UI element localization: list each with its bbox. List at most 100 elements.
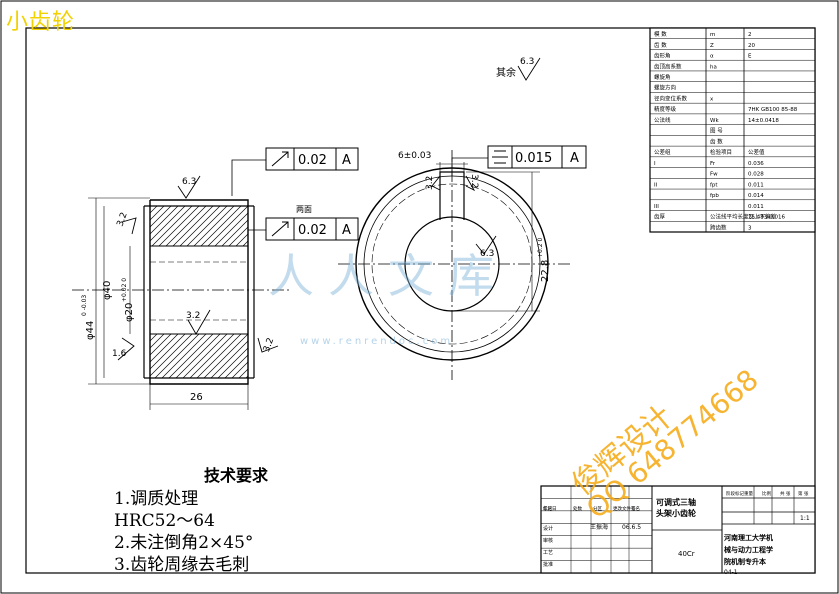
hatch-line (203, 333, 249, 379)
table-cell: 2 (748, 32, 752, 38)
roughness-r3: 3.2 (186, 311, 200, 321)
key-width-label: 6±0.03 (398, 151, 431, 161)
table-cell: 3 (748, 225, 752, 231)
runout-top-value: 0.02 (298, 153, 327, 168)
inner-border (25, 27, 816, 574)
hatch-line (168, 333, 214, 379)
hatch-line (165, 205, 207, 247)
roughness-r6: 3.2 (469, 174, 479, 188)
roughness-r7: 6.3 (480, 249, 494, 259)
table-cell: 跨齿数 (710, 223, 727, 231)
title-role-cell: 工艺 (543, 550, 553, 556)
runout-icon (271, 151, 289, 167)
table-cell: 20 (748, 43, 755, 49)
hatch-line (179, 205, 221, 247)
hatch-line (210, 340, 249, 379)
hatch-line (196, 333, 242, 379)
note-item: 3.齿轮周缘去毛刺 (114, 555, 250, 575)
table-cell: fpt (710, 182, 718, 188)
section-hatching (149, 205, 249, 379)
hatch-line (149, 333, 186, 370)
title-role-cell: 审核 (543, 537, 553, 544)
hatch-line (200, 205, 242, 247)
table-cell: 齿 数 (710, 137, 723, 145)
hatch-line (231, 361, 249, 379)
table-cell: Fr (710, 161, 716, 167)
title-stage-cell: 重量 (744, 490, 753, 497)
table-cell: II (654, 182, 658, 188)
table-cell: 公法线 (654, 116, 671, 124)
table-cell: I (654, 161, 656, 167)
title-header-cell: 标记 (543, 505, 552, 512)
table-cell: Fw (710, 172, 718, 178)
two-faces-label: 两面 (296, 205, 312, 214)
table-cell: 0.028 (748, 172, 764, 178)
table-cell: 15.483-0.016 (748, 215, 785, 221)
hatch-line (238, 368, 249, 379)
dia-bore-tol: +0.02 0 (121, 278, 128, 302)
table-cell: 图 号 (710, 127, 723, 135)
table-cell: 0.011 (748, 204, 764, 210)
roughness-r4: 3.2 (262, 337, 276, 354)
watermark-renrendoc: 人人文库 (268, 249, 508, 303)
note-item: 1.调质处理 (114, 489, 199, 509)
title-header-cell: 更改文件号 (613, 505, 636, 512)
title-stage-cell: 阶段标记 (726, 490, 744, 497)
title-stage-cell: 比例 (762, 490, 771, 497)
title-header-cell: 分区 (593, 505, 602, 512)
watermark-url: www.renrendoc.com (300, 336, 454, 347)
title-header-cell: 处数 (573, 505, 582, 512)
dia-40-label: φ40 (102, 281, 113, 300)
table-cell: 模 数 (654, 30, 667, 38)
tolerance-frame-top: 0.02 A (265, 147, 359, 171)
table-cell: ha (710, 64, 717, 70)
table-cell: 0.014 (748, 193, 764, 199)
title-role-cell: 批准 (543, 561, 553, 568)
roughness-r2: 3.2 (115, 211, 129, 228)
title-material: 40Cr (678, 550, 695, 558)
hatch-line (242, 240, 249, 247)
keyway-depth-tol: +0.2 0 (537, 238, 544, 258)
table-cell: E (748, 54, 752, 60)
table-cell: x (710, 96, 714, 102)
notes-heading: 技术要求 (204, 466, 269, 485)
hatch-line (207, 205, 249, 247)
hatch-line (217, 347, 249, 379)
dia-outer-tol: 0 -0.03 (81, 295, 88, 316)
hatch-line (224, 354, 249, 379)
tolerance-frame-end: 0.02 A (265, 217, 359, 241)
title-institution-3: 院机制专升本 (724, 557, 766, 566)
symmetry-datum: A (570, 151, 579, 166)
title-name-1: 可调式三轴 (656, 497, 696, 507)
title-name-2: 头架小齿轮 (656, 508, 696, 518)
table-cell: 公法线平均长度及上下偏差 (710, 213, 777, 221)
hatch-line (161, 333, 207, 379)
hatch-line (175, 333, 221, 379)
roughness-symbols (117, 57, 541, 361)
title-class-code: 04-1 (724, 569, 738, 576)
hatch-line (149, 333, 193, 377)
table-cell: m (710, 32, 715, 38)
tolerance-frame-symmetry: 0.015 A (487, 145, 587, 169)
runout-top-datum: A (342, 153, 351, 168)
table-cell: 齿 数 (654, 41, 667, 49)
hatch-line (149, 205, 172, 228)
hatch-line (149, 333, 172, 356)
hatch-line (189, 333, 235, 379)
hatch-line (235, 233, 249, 247)
table-cell: 0.011 (748, 182, 764, 188)
symmetry-value: 0.015 (515, 151, 552, 166)
table-cell: III (654, 204, 659, 210)
hatch-line (193, 205, 235, 247)
title-role-cell: 设计 (543, 525, 553, 532)
front-view (338, 150, 570, 380)
note-item: 2.未注倒角2×45° (114, 533, 254, 553)
title-stage-cell: 第 张 (798, 490, 809, 497)
note-item: HRC52～64 (114, 511, 215, 531)
hatch-line (154, 333, 200, 379)
chamfer-label: 1.6 (112, 349, 127, 359)
hatch-line (172, 205, 214, 247)
